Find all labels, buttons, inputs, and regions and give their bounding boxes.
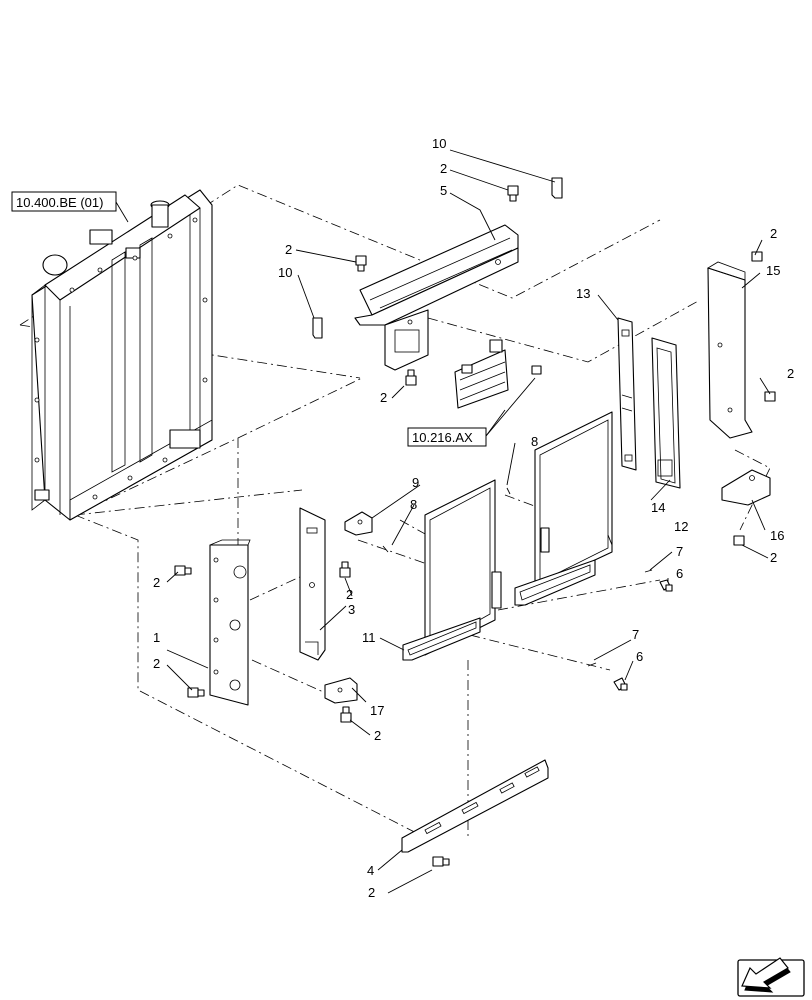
part-10-pad-left: [312, 317, 323, 339]
bolt-part-9: [339, 561, 351, 578]
callout-5: 5: [440, 183, 447, 198]
reference-radiator-label: 10.400.BE (01): [16, 195, 103, 210]
callout-4: 4: [367, 863, 374, 878]
callout-2-channel-bottom: 2: [380, 390, 387, 405]
bolt-top-right-channel: [507, 185, 519, 202]
pin-7-lower: [587, 662, 597, 667]
bolt-channel-bottom: [405, 369, 417, 386]
callout-13: 13: [576, 286, 590, 301]
callout-8-left: 8: [410, 497, 417, 512]
callout-12: 12: [674, 519, 688, 534]
part-3-plate: [299, 507, 326, 661]
callout-3: 3: [348, 602, 355, 617]
bolt-oil-cooler: [531, 365, 542, 375]
part-15-bracket: [707, 261, 753, 439]
reference-oil-cooler-label: 10.216.AX: [412, 430, 473, 445]
callout-10-left: 10: [278, 265, 292, 280]
wing-nut-upper: [659, 579, 673, 592]
part-13-strip: [617, 317, 637, 471]
radiator-assembly: [31, 189, 213, 521]
part-14-seal-strip: [651, 337, 681, 489]
bolt-15-bottom: [764, 391, 776, 402]
callout-11: 11: [362, 630, 376, 645]
callout-2-part-1-bottom: 2: [153, 656, 160, 671]
part-4-long-bracket: [401, 759, 549, 853]
callout-2-part-15-bottom: 2: [787, 366, 794, 381]
callout-leaders: [166, 149, 771, 894]
bolt-part-17: [340, 706, 352, 723]
callout-2-part-17: 2: [374, 728, 381, 743]
pin-8-left: [382, 545, 389, 553]
callout-2-upper: 2: [440, 161, 447, 176]
part-1-plate: [209, 539, 251, 706]
bolt-16: [733, 535, 745, 546]
callout-6-upper: 6: [676, 566, 683, 581]
callout-7-lower: 7: [632, 627, 639, 642]
bolt-left-channel: [355, 255, 367, 272]
assembly-centerlines: [19, 184, 771, 841]
pin-7-upper: [644, 569, 653, 573]
callout-2-part-9: 2: [346, 587, 353, 602]
bolt-15-top: [751, 251, 763, 262]
bolt-part-1-top: [174, 565, 192, 576]
callout-14: 14: [651, 500, 665, 515]
part-5-top-channel: [354, 224, 519, 371]
callout-10-upper: 10: [432, 136, 446, 151]
callout-17: 17: [370, 703, 384, 718]
callout-numbers: 10 2 5 2 10 2 13 2 15 2 8 9 8 2 3 2 1 2 …: [153, 136, 794, 900]
callout-2-channel-left: 2: [285, 242, 292, 257]
callout-9: 9: [412, 475, 419, 490]
next-page-arrow-icon[interactable]: [737, 957, 805, 997]
callout-1: 1: [153, 630, 160, 645]
callout-6-lower: 6: [636, 649, 643, 664]
part-12-baffle-panel: [514, 411, 613, 606]
callout-8-right: 8: [531, 434, 538, 449]
pin-8-right: [506, 487, 511, 495]
reference-oil-cooler[interactable]: 10.216.AX: [407, 377, 536, 447]
part-11-baffle-panel: [402, 479, 502, 661]
part-10-pad-upper: [551, 177, 563, 199]
callout-2-part-4: 2: [368, 885, 375, 900]
bolt-part-1-bottom: [187, 687, 205, 698]
part-17-clip: [324, 677, 358, 704]
callout-15: 15: [766, 263, 780, 278]
callout-2-part-16: 2: [770, 550, 777, 565]
bolt-items: [174, 185, 776, 867]
callout-7-upper: 7: [676, 544, 683, 559]
bolt-part-4: [432, 856, 450, 867]
part-16-bracket: [721, 469, 771, 506]
callout-2-part-15-top: 2: [770, 226, 777, 241]
reference-radiator[interactable]: 10.400.BE (01): [11, 191, 129, 223]
oil-cooler-assembly: [454, 339, 509, 409]
callout-16: 16: [770, 528, 784, 543]
callout-2-part-1-top: 2: [153, 575, 160, 590]
wing-nut-lower: [613, 677, 628, 691]
part-9-clip: [344, 511, 373, 536]
